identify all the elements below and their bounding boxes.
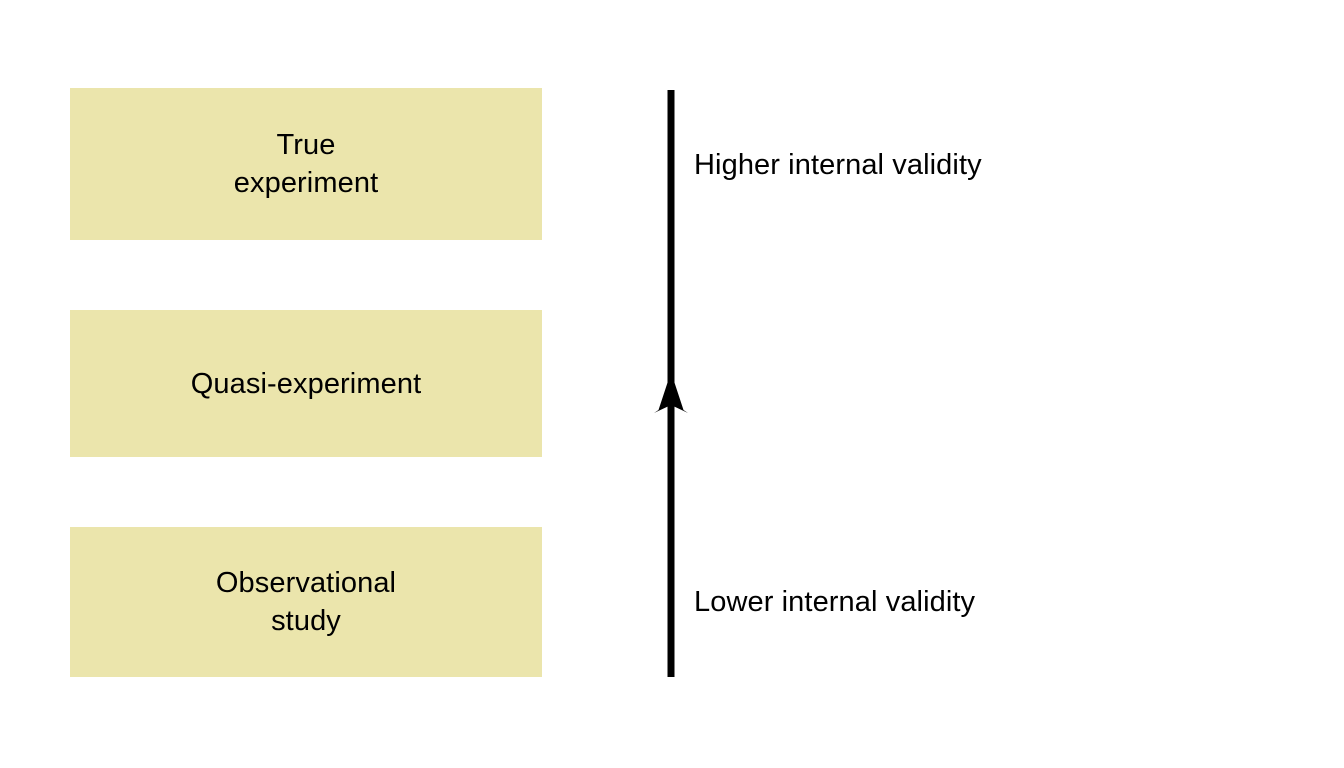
design-box-label: True experiment <box>233 129 379 199</box>
design-box-quasi-experiment: Quasi-experiment <box>70 310 542 457</box>
design-box-observational-study: Observational study <box>70 527 542 677</box>
axis-arrowhead-up <box>654 372 688 413</box>
design-box-label: Observational study <box>215 567 397 637</box>
lower-internal-validity-label: Lower internal validity <box>694 586 976 618</box>
internal-validity-axis-arrow <box>645 80 715 690</box>
higher-internal-validity-label: Higher internal validity <box>694 149 982 181</box>
design-box-true-experiment: True experiment <box>70 88 542 240</box>
design-box-label: Quasi-experiment <box>190 367 422 400</box>
